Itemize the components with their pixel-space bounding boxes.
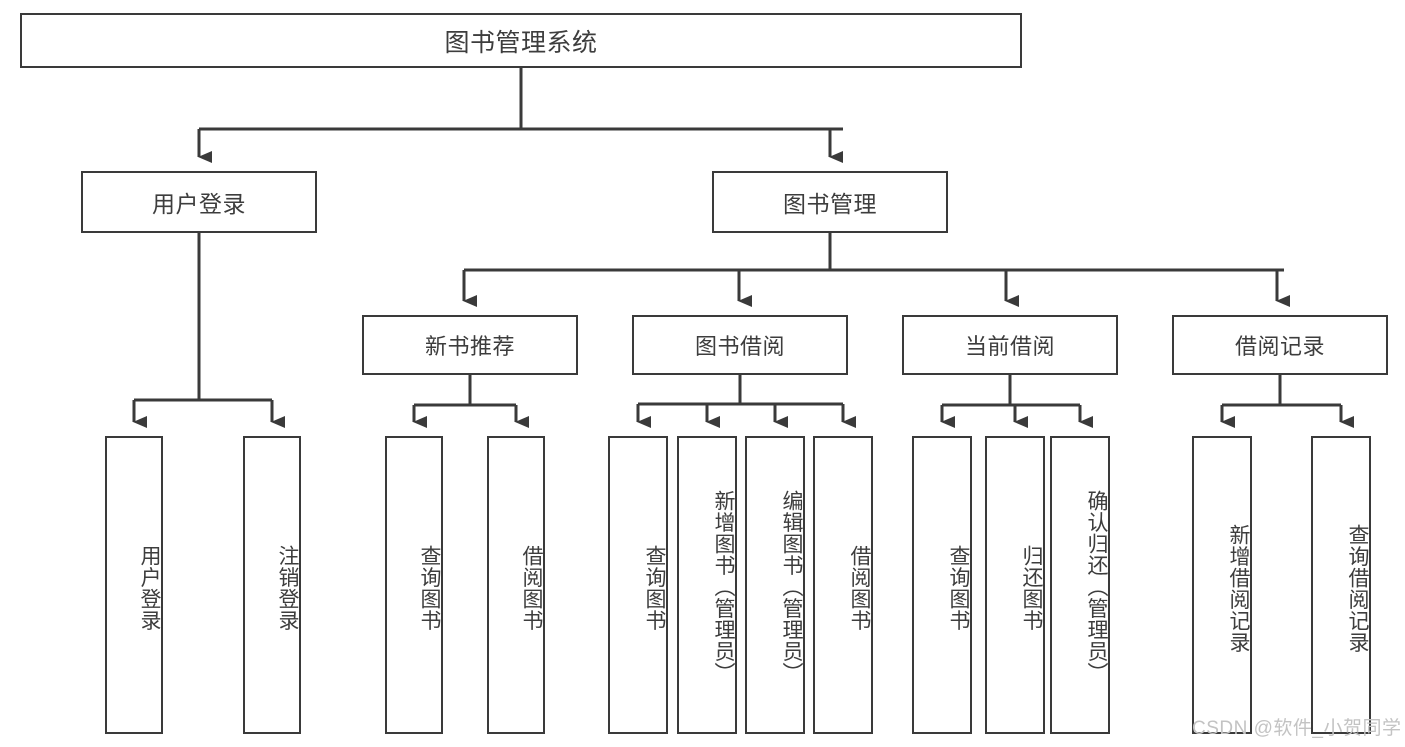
- node-new-book-recommend-label: 新书推荐: [424, 334, 515, 359]
- node-leaf-logout[interactable]: 注销登录: [243, 436, 301, 734]
- node-leaf-return-book[interactable]: 归还图书: [985, 436, 1045, 734]
- node-leaf-borrow-book-2[interactable]: 借阅图书: [813, 436, 873, 734]
- node-user-login[interactable]: 用户登录: [81, 171, 317, 233]
- node-leaf-edit-book[interactable]: 编辑图书（管理员）: [745, 436, 805, 734]
- node-leaf-query-book-3-label: 查询图书: [947, 545, 970, 631]
- node-leaf-add-book-label: 新增图书（管理员）: [712, 490, 735, 684]
- node-leaf-borrow-book-2-label: 借阅图书: [848, 545, 871, 631]
- node-book-borrow[interactable]: 图书借阅: [632, 315, 848, 375]
- node-current-borrow[interactable]: 当前借阅: [902, 315, 1118, 375]
- node-leaf-user-login[interactable]: 用户登录: [105, 436, 163, 734]
- node-leaf-query-book-3[interactable]: 查询图书: [912, 436, 972, 734]
- node-root-label: 图书管理系统: [444, 28, 598, 57]
- node-leaf-logout-label: 注销登录: [276, 545, 299, 631]
- node-leaf-edit-book-label: 编辑图书（管理员）: [780, 490, 803, 684]
- node-leaf-borrow-book-1-label: 借阅图书: [520, 545, 543, 631]
- node-leaf-query-book-1-label: 查询图书: [418, 545, 441, 631]
- node-leaf-borrow-book-1[interactable]: 借阅图书: [487, 436, 545, 734]
- node-leaf-query-book-2[interactable]: 查询图书: [608, 436, 668, 734]
- node-leaf-query-record[interactable]: 查询借阅记录: [1311, 436, 1371, 734]
- node-leaf-return-book-label: 归还图书: [1020, 545, 1043, 631]
- node-user-login-label: 用户登录: [152, 191, 246, 217]
- node-book-manage[interactable]: 图书管理: [712, 171, 948, 233]
- node-borrow-record[interactable]: 借阅记录: [1172, 315, 1388, 375]
- node-current-borrow-label: 当前借阅: [964, 334, 1055, 359]
- node-new-book-recommend[interactable]: 新书推荐: [362, 315, 578, 375]
- node-root[interactable]: 图书管理系统: [20, 13, 1022, 68]
- node-leaf-add-record[interactable]: 新增借阅记录: [1192, 436, 1252, 734]
- node-leaf-query-book-1[interactable]: 查询图书: [385, 436, 443, 734]
- node-book-borrow-label: 图书借阅: [694, 334, 785, 359]
- node-borrow-record-label: 借阅记录: [1234, 334, 1325, 359]
- node-leaf-add-book[interactable]: 新增图书（管理员）: [677, 436, 737, 734]
- node-leaf-query-book-2-label: 查询图书: [643, 545, 666, 631]
- node-leaf-confirm-return[interactable]: 确认归还（管理员）: [1050, 436, 1110, 734]
- node-leaf-user-login-label: 用户登录: [138, 545, 161, 631]
- csdn-watermark: CSDN @软件_小贺同学: [1192, 718, 1402, 739]
- node-leaf-query-record-label: 查询借阅记录: [1346, 523, 1369, 653]
- node-leaf-confirm-return-label: 确认归还（管理员）: [1085, 490, 1108, 684]
- node-leaf-add-record-label: 新增借阅记录: [1227, 523, 1250, 653]
- node-book-manage-label: 图书管理: [783, 191, 877, 217]
